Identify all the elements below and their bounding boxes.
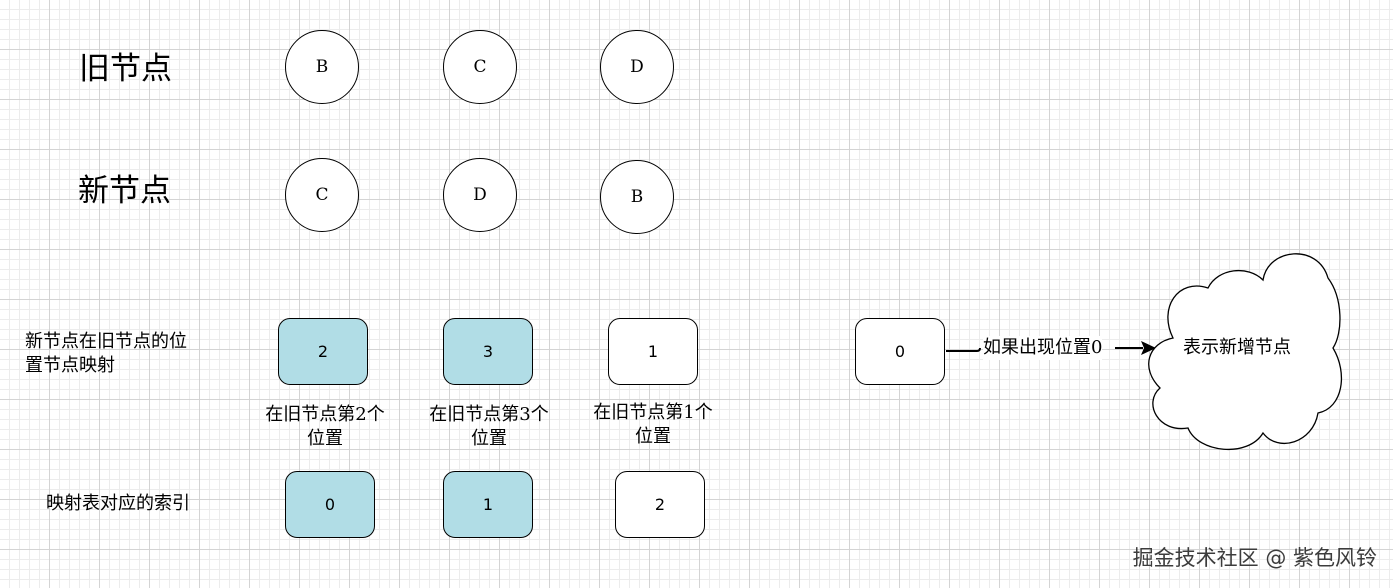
mapping-caption-line2: 位置 xyxy=(635,426,671,447)
index-box: 2 xyxy=(615,471,705,538)
mapping-caption: 在旧节点第3个 位置 xyxy=(404,403,574,451)
mapping-caption-line2: 位置 xyxy=(307,428,343,449)
zero-position-box: 0 xyxy=(855,318,945,385)
new-nodes-label: 新节点 xyxy=(78,173,171,209)
mapping-caption-line1: 在旧节点第2个 xyxy=(265,404,385,425)
old-node-circle: B xyxy=(285,30,359,104)
mapping-row-label: 新节点在旧节点的位 置节点映射 xyxy=(25,330,187,378)
index-box: 1 xyxy=(443,471,533,538)
new-node-circle: C xyxy=(285,158,359,232)
mapping-row-label-line1: 新节点在旧节点的位 xyxy=(25,331,187,352)
new-node-circle: D xyxy=(443,158,517,232)
mapping-caption: 在旧节点第1个 位置 xyxy=(568,401,738,449)
old-node-circle: C xyxy=(443,30,517,104)
connector-arrow xyxy=(946,341,1156,355)
mapping-box: 1 xyxy=(608,318,698,385)
mapping-caption-line1: 在旧节点第3个 xyxy=(429,404,549,425)
new-node-circle: B xyxy=(600,160,674,234)
arrow-label: 如果出现位置0 xyxy=(983,336,1103,360)
mapping-caption-line1: 在旧节点第1个 xyxy=(593,402,713,423)
old-nodes-label: 旧节点 xyxy=(79,51,172,87)
old-node-circle: D xyxy=(600,30,674,104)
mapping-row-label-line2: 置节点映射 xyxy=(25,355,115,376)
mapping-caption: 在旧节点第2个 位置 xyxy=(240,403,410,451)
cloud-shape xyxy=(1148,253,1343,451)
index-row-label: 映射表对应的索引 xyxy=(46,493,190,514)
mapping-caption-line2: 位置 xyxy=(471,428,507,449)
index-box: 0 xyxy=(285,471,375,538)
mapping-box: 3 xyxy=(443,318,533,385)
watermark: 掘金技术社区 @ 紫色风铃 xyxy=(1132,546,1377,570)
cloud-label: 表示新增节点 xyxy=(1183,337,1291,358)
mapping-box: 2 xyxy=(278,318,368,385)
